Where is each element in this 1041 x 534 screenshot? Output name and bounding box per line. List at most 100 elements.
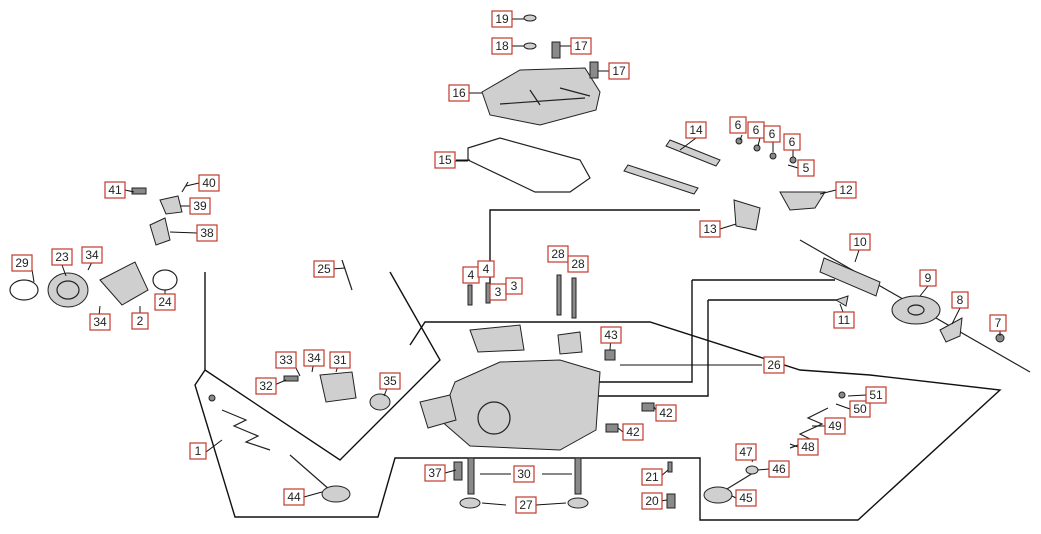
callout-42b: 42 xyxy=(622,423,644,441)
cotter-right xyxy=(838,391,846,399)
rocker-arm-exhaust xyxy=(779,191,826,211)
callout-38: 38 xyxy=(196,224,218,242)
callout-46: 46 xyxy=(768,460,790,478)
intake-manifold xyxy=(99,261,149,306)
cam-plate xyxy=(939,317,963,343)
callout-31-text: 31 xyxy=(333,353,347,367)
valve-spring-left xyxy=(221,409,271,451)
valve-cover-group xyxy=(467,14,601,193)
callout-35: 35 xyxy=(379,372,401,390)
rocker-shaft-2 xyxy=(623,164,699,195)
callout-30: 30 xyxy=(513,465,535,483)
intake-frame xyxy=(204,271,441,461)
callout-14-text: 14 xyxy=(689,123,703,137)
callout-34a: 34 xyxy=(303,349,325,367)
camshaft-frame-left xyxy=(575,280,693,383)
stud-left xyxy=(467,457,475,495)
flange-bolt-2 xyxy=(605,423,619,433)
rocker-arm-intake xyxy=(733,199,761,231)
port-bore xyxy=(477,401,511,435)
rocker-shaft-1 xyxy=(665,139,721,167)
callout-27-text: 27 xyxy=(519,498,533,512)
valve-head-right xyxy=(703,486,733,504)
callout-28b-text: 28 xyxy=(571,257,585,271)
callout-23: 23 xyxy=(51,248,73,266)
valve-train-left xyxy=(208,394,351,503)
callout-42a: 42 xyxy=(655,404,677,422)
callout-4a: 4 xyxy=(462,266,480,284)
chain-guide-holder xyxy=(557,331,583,355)
callout-3a: 3 xyxy=(489,283,507,301)
long-bolt-1 xyxy=(556,274,562,316)
collar-left xyxy=(459,497,481,509)
callout-34a-text: 34 xyxy=(307,351,321,365)
callout-37: 37 xyxy=(424,464,446,482)
callout-4b: 4 xyxy=(477,260,495,278)
short-bolt xyxy=(453,461,463,481)
callout-14: 14 xyxy=(685,121,707,139)
callout-6d: 6 xyxy=(783,133,801,151)
callout-5: 5 xyxy=(797,159,815,177)
callout-29-text: 29 xyxy=(15,256,29,270)
cylinder-head-group xyxy=(419,274,655,451)
callout-27: 27 xyxy=(515,496,537,514)
camshaft xyxy=(819,257,881,297)
callout-6c: 6 xyxy=(763,125,781,143)
lower-hardware xyxy=(453,457,676,509)
callout-51: 51 xyxy=(865,386,887,404)
hose-clamp xyxy=(9,279,39,301)
callout-10: 10 xyxy=(849,233,871,251)
callout-13: 13 xyxy=(699,220,721,238)
callout-42a-text: 42 xyxy=(659,406,673,420)
callout-46-text: 46 xyxy=(772,462,786,476)
callout-6a: 6 xyxy=(729,116,747,134)
callout-4b-text: 4 xyxy=(483,262,490,276)
callout-47: 47 xyxy=(735,443,757,461)
callout-labels: 1 2 3 3 4 4 5 6 6 6 6 7 8 9 10 11 12 13 … xyxy=(11,10,1007,514)
callout-50: 50 xyxy=(849,400,871,418)
callout-7: 7 xyxy=(989,314,1007,332)
callout-44-text: 44 xyxy=(287,490,301,504)
thermostat-group xyxy=(283,259,391,411)
callout-48: 48 xyxy=(797,438,819,456)
callout-44: 44 xyxy=(283,488,305,506)
callout-32: 32 xyxy=(255,377,277,395)
adjust-nut-2 xyxy=(753,144,761,152)
o-ring xyxy=(152,269,178,291)
adjust-nut-1 xyxy=(735,137,743,145)
spark-plug xyxy=(341,259,353,291)
callout-32-text: 32 xyxy=(259,379,273,393)
callout-30-text: 30 xyxy=(517,467,531,481)
stud-bolt-1 xyxy=(467,284,473,306)
callout-3a-text: 3 xyxy=(495,285,502,299)
cam-sprocket xyxy=(891,295,941,325)
callout-45: 45 xyxy=(735,489,757,507)
callout-24-text: 24 xyxy=(158,295,172,309)
callout-31: 31 xyxy=(329,351,351,369)
camshaft-group xyxy=(799,239,1031,373)
callout-6b-text: 6 xyxy=(753,123,760,137)
sensor xyxy=(159,195,183,215)
cotter-left xyxy=(208,394,216,402)
callout-6d-text: 6 xyxy=(789,135,796,149)
valve-head-left xyxy=(321,485,351,503)
callout-21-text: 21 xyxy=(645,470,659,484)
callout-26-text: 26 xyxy=(767,358,781,372)
valve-cover xyxy=(481,67,601,126)
callout-11-text: 11 xyxy=(838,313,851,327)
callout-8-text: 8 xyxy=(957,293,964,307)
callout-2: 2 xyxy=(131,312,149,330)
callout-25: 25 xyxy=(313,260,335,278)
callout-19-text: 19 xyxy=(495,12,509,26)
callout-40-text: 40 xyxy=(202,176,216,190)
callout-4a-text: 4 xyxy=(468,268,475,282)
callout-8: 8 xyxy=(951,291,969,309)
drain-bolt xyxy=(666,493,676,509)
valve-stem-left xyxy=(289,454,331,491)
valve-cover-ribs xyxy=(499,87,591,106)
callout-17b: 17 xyxy=(608,62,630,80)
callout-38-text: 38 xyxy=(200,226,214,240)
callout-7-text: 7 xyxy=(995,316,1002,330)
callout-3b-text: 3 xyxy=(511,279,518,293)
callout-17a: 17 xyxy=(570,37,592,55)
